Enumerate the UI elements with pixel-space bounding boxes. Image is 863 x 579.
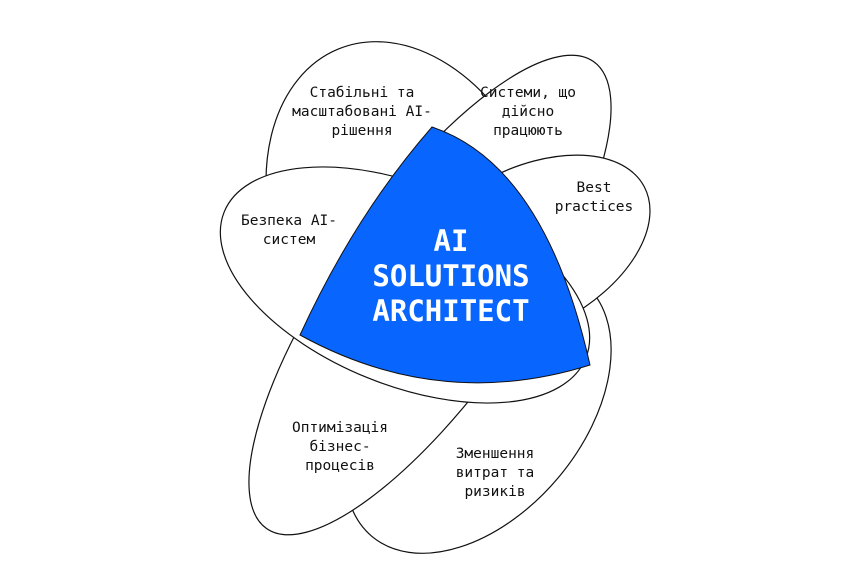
center-shape	[299, 126, 591, 384]
petal-label-optimization: Оптимізація бізнес- процесів	[291, 420, 389, 474]
petal-label-stable: Стабільні та масштабовані AI- рішення	[292, 85, 432, 139]
petal-label-best-practices: Best practices	[554, 180, 634, 215]
petal-label-systems: Системи, що дійсно працюють	[479, 85, 577, 139]
center-title: AI SOLUTIONS ARCHITECT	[372, 224, 530, 328]
petal-label-cost-risk: Зменшення витрат та ризиків	[455, 446, 535, 500]
petal-label-security: Безпека AI- систем	[240, 213, 338, 248]
